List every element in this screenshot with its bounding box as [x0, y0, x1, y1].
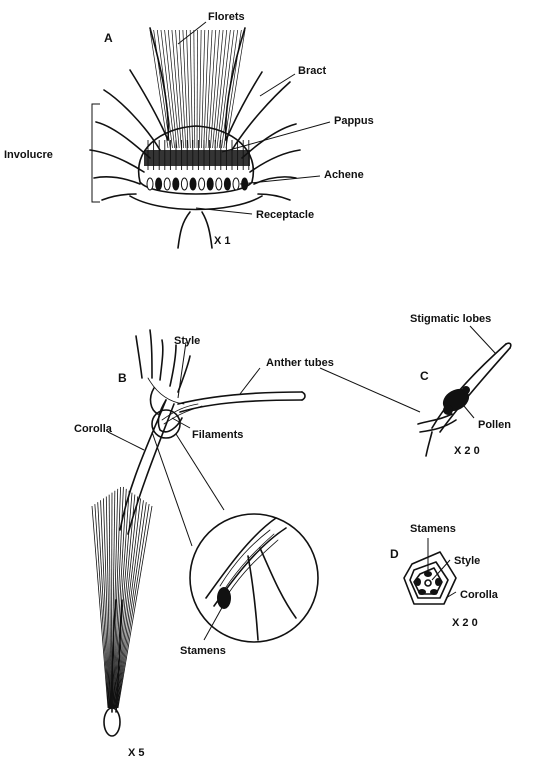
achene-shape	[190, 178, 196, 190]
florets-label: Florets	[208, 11, 245, 23]
corolla-label-b: Corolla	[74, 423, 113, 435]
panel-c-letter: C	[420, 369, 429, 383]
magnifier-link-right	[176, 434, 224, 510]
pappus-label: Pappus	[334, 115, 374, 127]
receptacle-leader	[196, 208, 252, 214]
involucre-label: Involucre	[4, 149, 53, 161]
achene-shape	[207, 178, 213, 190]
style-label-d: Style	[454, 555, 480, 567]
anther-tubes-leader-c	[320, 368, 420, 412]
achene-shape	[233, 178, 239, 190]
drawing-stroke	[190, 30, 192, 148]
drawing-stroke	[92, 506, 108, 708]
involucre-bracket	[92, 104, 100, 202]
filaments-label: Filaments	[192, 429, 243, 441]
anther-tubes-leader-b	[240, 368, 260, 394]
panel-d-scale: X 2 0	[452, 617, 478, 629]
pollen-leader	[464, 406, 474, 418]
achene-shape	[224, 178, 230, 190]
panel-a-scale: X 1	[214, 235, 231, 247]
pollen-label: Pollen	[478, 419, 511, 431]
florets-leader	[178, 22, 206, 44]
achene-shape	[181, 178, 187, 190]
anther-tubes-label: Anther tubes	[266, 357, 334, 369]
achene-shape	[199, 178, 205, 190]
achene-shape	[216, 178, 222, 190]
stigmatic-lobes-leader	[470, 326, 496, 354]
drawing-stroke	[197, 30, 198, 148]
corolla-leader-b	[108, 432, 144, 450]
style-leader-b	[178, 342, 186, 398]
stamens-label-b: Stamens	[180, 645, 226, 657]
style-pollen-drawing	[418, 343, 511, 456]
magnified-detail	[206, 518, 296, 640]
corolla-label-d: Corolla	[460, 589, 499, 601]
achene-shape	[173, 178, 179, 190]
achene-shape	[147, 178, 153, 190]
stigmatic-lobes-label: Stigmatic lobes	[410, 313, 491, 325]
drawing-stroke	[194, 30, 195, 148]
floret-drawing	[92, 330, 305, 736]
panel-a-letter: A	[104, 31, 113, 45]
magnifier-circle-large	[190, 514, 318, 642]
style-label-b: Style	[174, 335, 200, 347]
drawing-stroke	[199, 30, 201, 148]
panel-d-letter: D	[390, 547, 399, 561]
bract-label: Bract	[298, 65, 326, 77]
panel-b-letter: B	[118, 371, 127, 385]
drawing-stroke	[150, 30, 168, 148]
achene-shape	[156, 178, 162, 190]
pappus-leader	[222, 122, 330, 152]
panel-c-scale: X 2 0	[454, 445, 480, 457]
panel-b-scale: X 5	[128, 747, 145, 759]
drawing-stroke	[117, 500, 144, 708]
stamens-label-d: Stamens	[410, 523, 456, 535]
achene-label: Achene	[324, 169, 364, 181]
receptacle-label: Receptacle	[256, 209, 314, 221]
achene-shape	[164, 178, 170, 190]
